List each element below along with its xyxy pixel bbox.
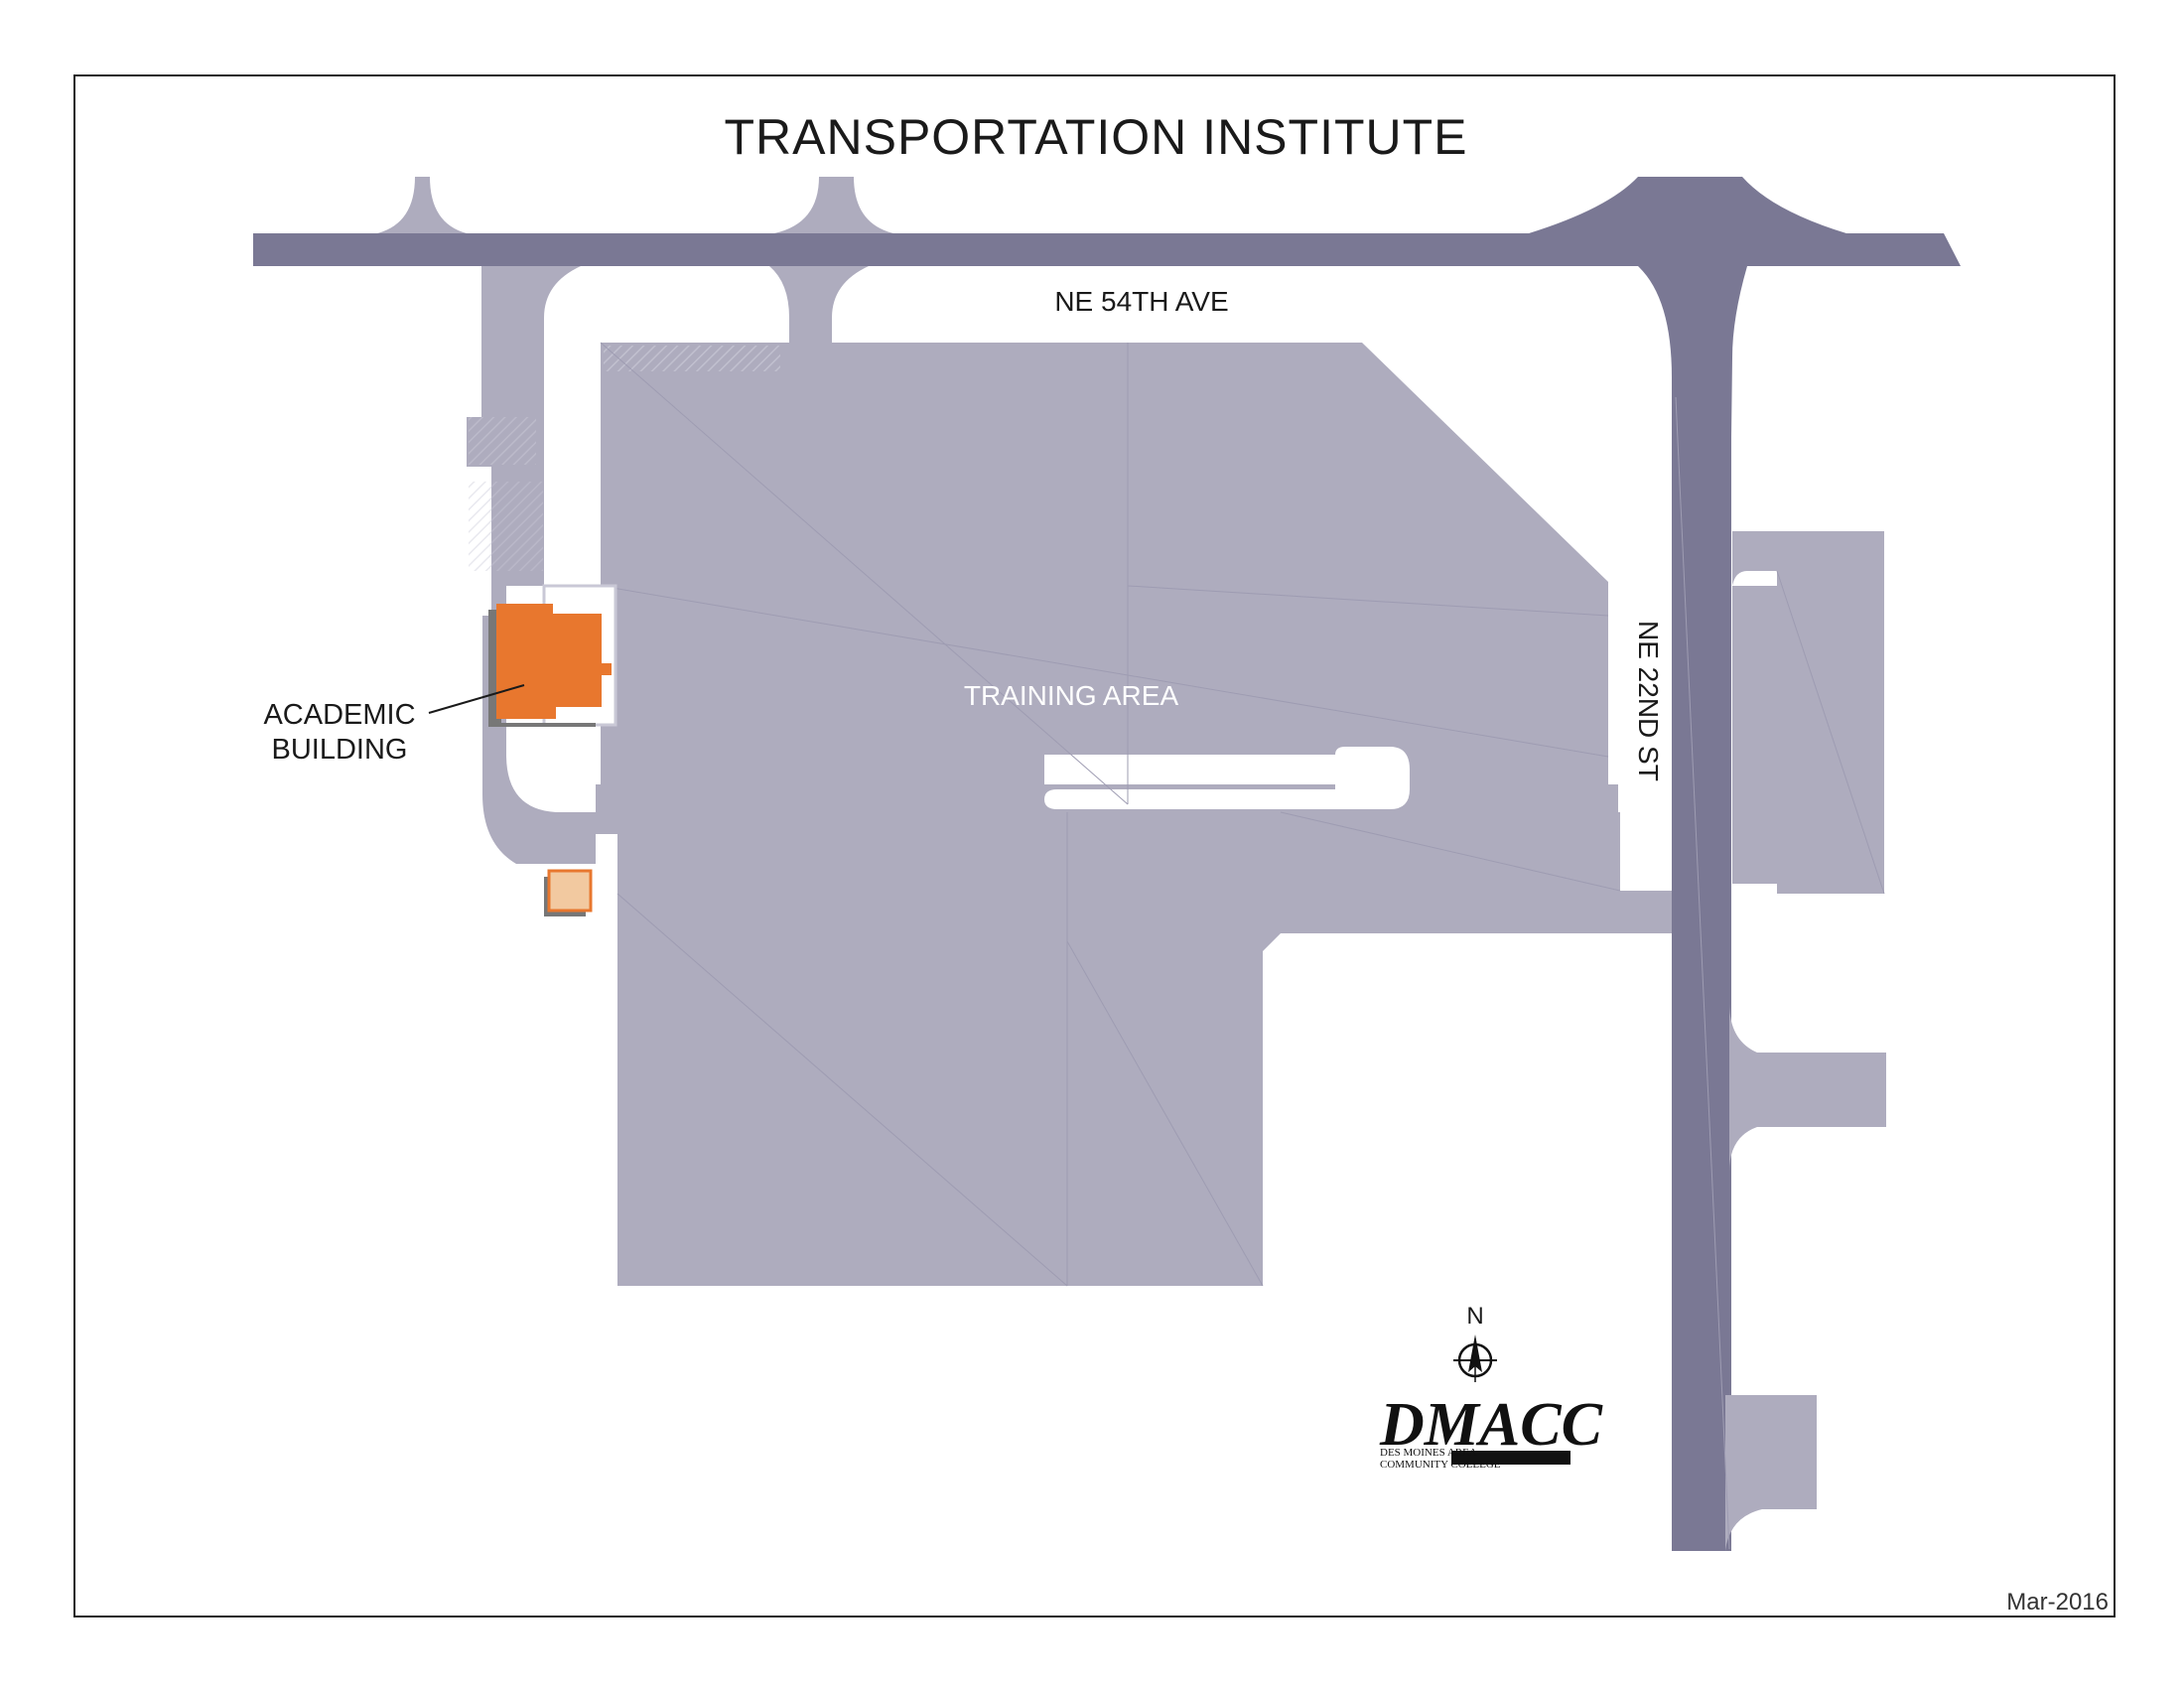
east-lot-1 [1732, 531, 1884, 894]
map-title: TRANSPORTATION INSTITUTE [724, 109, 1467, 165]
map-texture-lines [600, 342, 1885, 1550]
north-stub-middle [774, 177, 893, 233]
academic-building-label-line1: ACADEMIC [263, 699, 415, 731]
training-area-upper [601, 343, 1608, 804]
middle-driveway [769, 266, 869, 343]
main-roads [253, 177, 1961, 1551]
north-arrow-icon [1453, 1335, 1497, 1382]
logo-wordmark: DMACC [1379, 1391, 1603, 1459]
north-label: N [1466, 1303, 1483, 1330]
east-lot-1-inner [1732, 586, 1777, 884]
dmacc-logo: DMACC DES MOINES AREA COMMUNITY COLLEGE [1379, 1391, 1603, 1471]
intersection-flare [1529, 177, 1846, 233]
street-label-ne-54th-ave: NE 54TH AVE [1054, 286, 1228, 317]
training-area-lower [617, 812, 1281, 1286]
compass: N [1453, 1303, 1497, 1382]
academic-building-leader [428, 684, 525, 714]
academic-building-shape [496, 604, 612, 719]
academic-building-label-line2: BUILDING [272, 734, 408, 766]
ne-54th-ave-road [253, 233, 1961, 266]
east-lot-3 [1725, 1395, 1817, 1551]
map-date: Mar-2016 [2006, 1589, 2109, 1616]
hatched-parking [469, 346, 780, 571]
logo-line2: COMMUNITY COLLEGE [1380, 1459, 1501, 1471]
training-slot [1044, 747, 1410, 809]
east-connector [1281, 891, 1672, 933]
small-building[interactable] [544, 869, 593, 916]
logo-line1: DES MOINES AREA [1380, 1447, 1477, 1459]
small-building-shape [547, 869, 593, 913]
training-area-label: TRAINING AREA [964, 680, 1179, 711]
logo-bar [1451, 1451, 1570, 1465]
academic-building[interactable] [488, 584, 617, 727]
east-lot-2 [1729, 1003, 1886, 1172]
north-stub-left [377, 177, 467, 233]
street-label-ne-22nd-st: NE 22ND ST [1633, 621, 1664, 781]
